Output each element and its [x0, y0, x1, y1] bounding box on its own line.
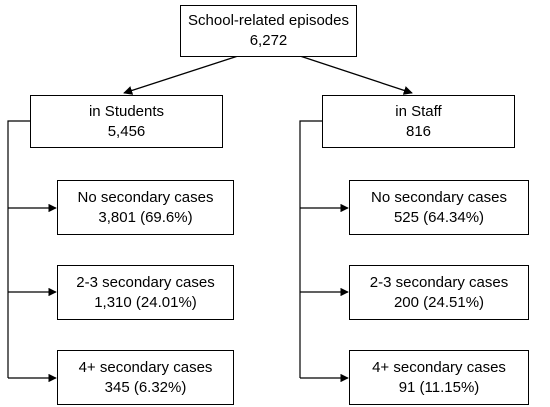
outcome-value: 91 (11.15%)	[398, 378, 480, 396]
students-bracket	[7, 120, 30, 378]
students-outcome-4plus-cases: 4+ secondary cases 345 (6.32%)	[57, 350, 234, 405]
staff-node: in Staff 816	[322, 95, 515, 148]
outcome-label: No secondary cases	[371, 188, 507, 206]
root-value: 6,272	[249, 32, 288, 49]
arrow-to-staff	[299, 55, 413, 95]
students-outcome-no-cases: No secondary cases 3,801 (69.6%)	[57, 180, 234, 235]
students-value: 5,456	[107, 122, 146, 140]
staff-title: in Staff	[395, 102, 442, 120]
root-title: School-related episodes	[188, 12, 349, 29]
staff-value: 816	[405, 122, 432, 140]
outcome-label: No secondary cases	[77, 188, 214, 206]
outcome-label: 4+ secondary cases	[372, 358, 506, 376]
outcome-value: 1,310 (24.01%)	[94, 293, 197, 311]
outcome-value: 200 (24.51%)	[393, 293, 485, 311]
arrow-to-students	[123, 55, 239, 95]
outcome-value: 3,801 (69.6%)	[98, 208, 193, 226]
staff-bracket	[299, 120, 322, 378]
outcome-value: 525 (64.34%)	[393, 208, 485, 226]
staff-outcome-no-cases: No secondary cases 525 (64.34%)	[349, 180, 529, 235]
staff-outcome-4plus-cases: 4+ secondary cases 91 (11.15%)	[349, 350, 529, 405]
outcome-label: 2-3 secondary cases	[369, 273, 509, 291]
students-node: in Students 5,456	[30, 95, 223, 148]
students-title: in Students	[88, 102, 165, 120]
outcome-value: 345 (6.32%)	[104, 378, 187, 396]
outcome-label: 2-3 secondary cases	[76, 273, 215, 291]
outcome-label: 4+ secondary cases	[78, 358, 213, 376]
root-node: School-related episodes 6,272	[180, 5, 357, 57]
students-outcome-2-3-cases: 2-3 secondary cases 1,310 (24.01%)	[57, 265, 234, 320]
staff-outcome-2-3-cases: 2-3 secondary cases 200 (24.51%)	[349, 265, 529, 320]
